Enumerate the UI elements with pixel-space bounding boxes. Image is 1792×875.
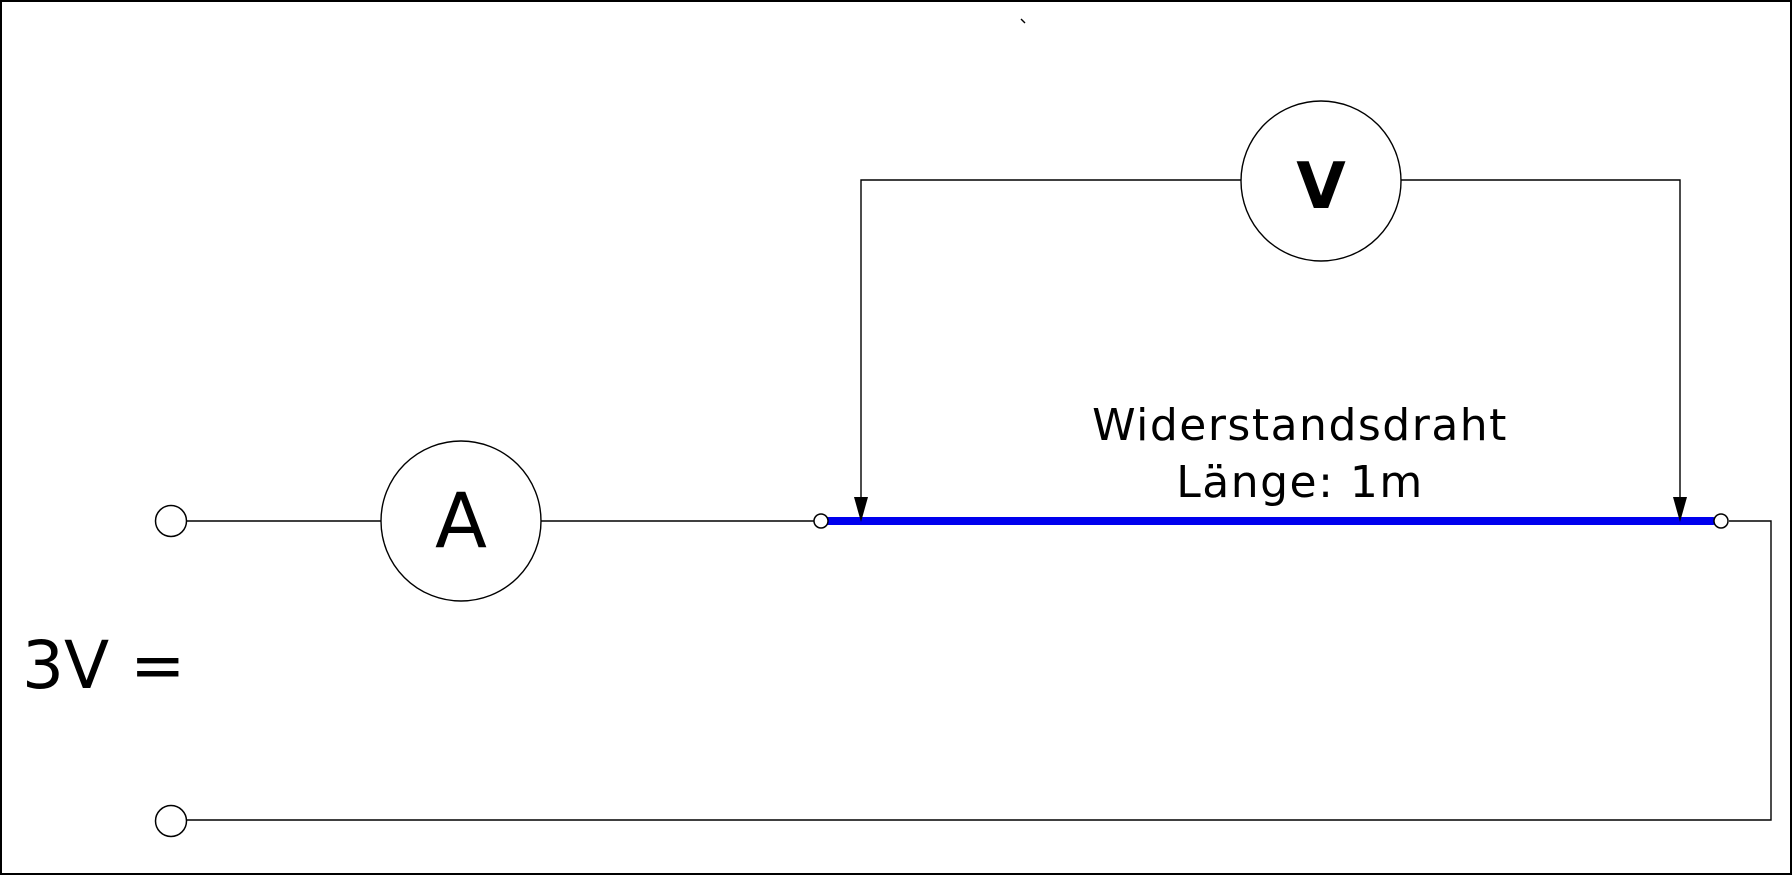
resistor-wire-length: Länge: 1m — [1176, 457, 1424, 508]
wire-return-path — [187, 520, 1772, 821]
source-terminal-top — [154, 504, 188, 538]
probe-arrow-left-icon — [854, 497, 868, 522]
source-terminal-bottom — [154, 804, 188, 838]
wire-voltmeter-right — [1401, 179, 1681, 507]
ammeter-icon: A — [380, 440, 542, 602]
resistor-terminal-right — [1713, 513, 1729, 529]
stray-mark — [1020, 18, 1026, 24]
voltmeter-icon: V — [1240, 100, 1402, 262]
source-voltage-label: 3V = — [22, 627, 185, 704]
resistor-wire-name: Widerstandsdraht — [1092, 400, 1508, 451]
ammeter-symbol: A — [435, 476, 487, 565]
voltmeter-symbol: V — [1296, 150, 1346, 224]
wire-voltmeter-left — [860, 179, 1242, 507]
resistor-terminal-left — [813, 513, 829, 529]
probe-arrow-right-icon — [1673, 497, 1687, 522]
